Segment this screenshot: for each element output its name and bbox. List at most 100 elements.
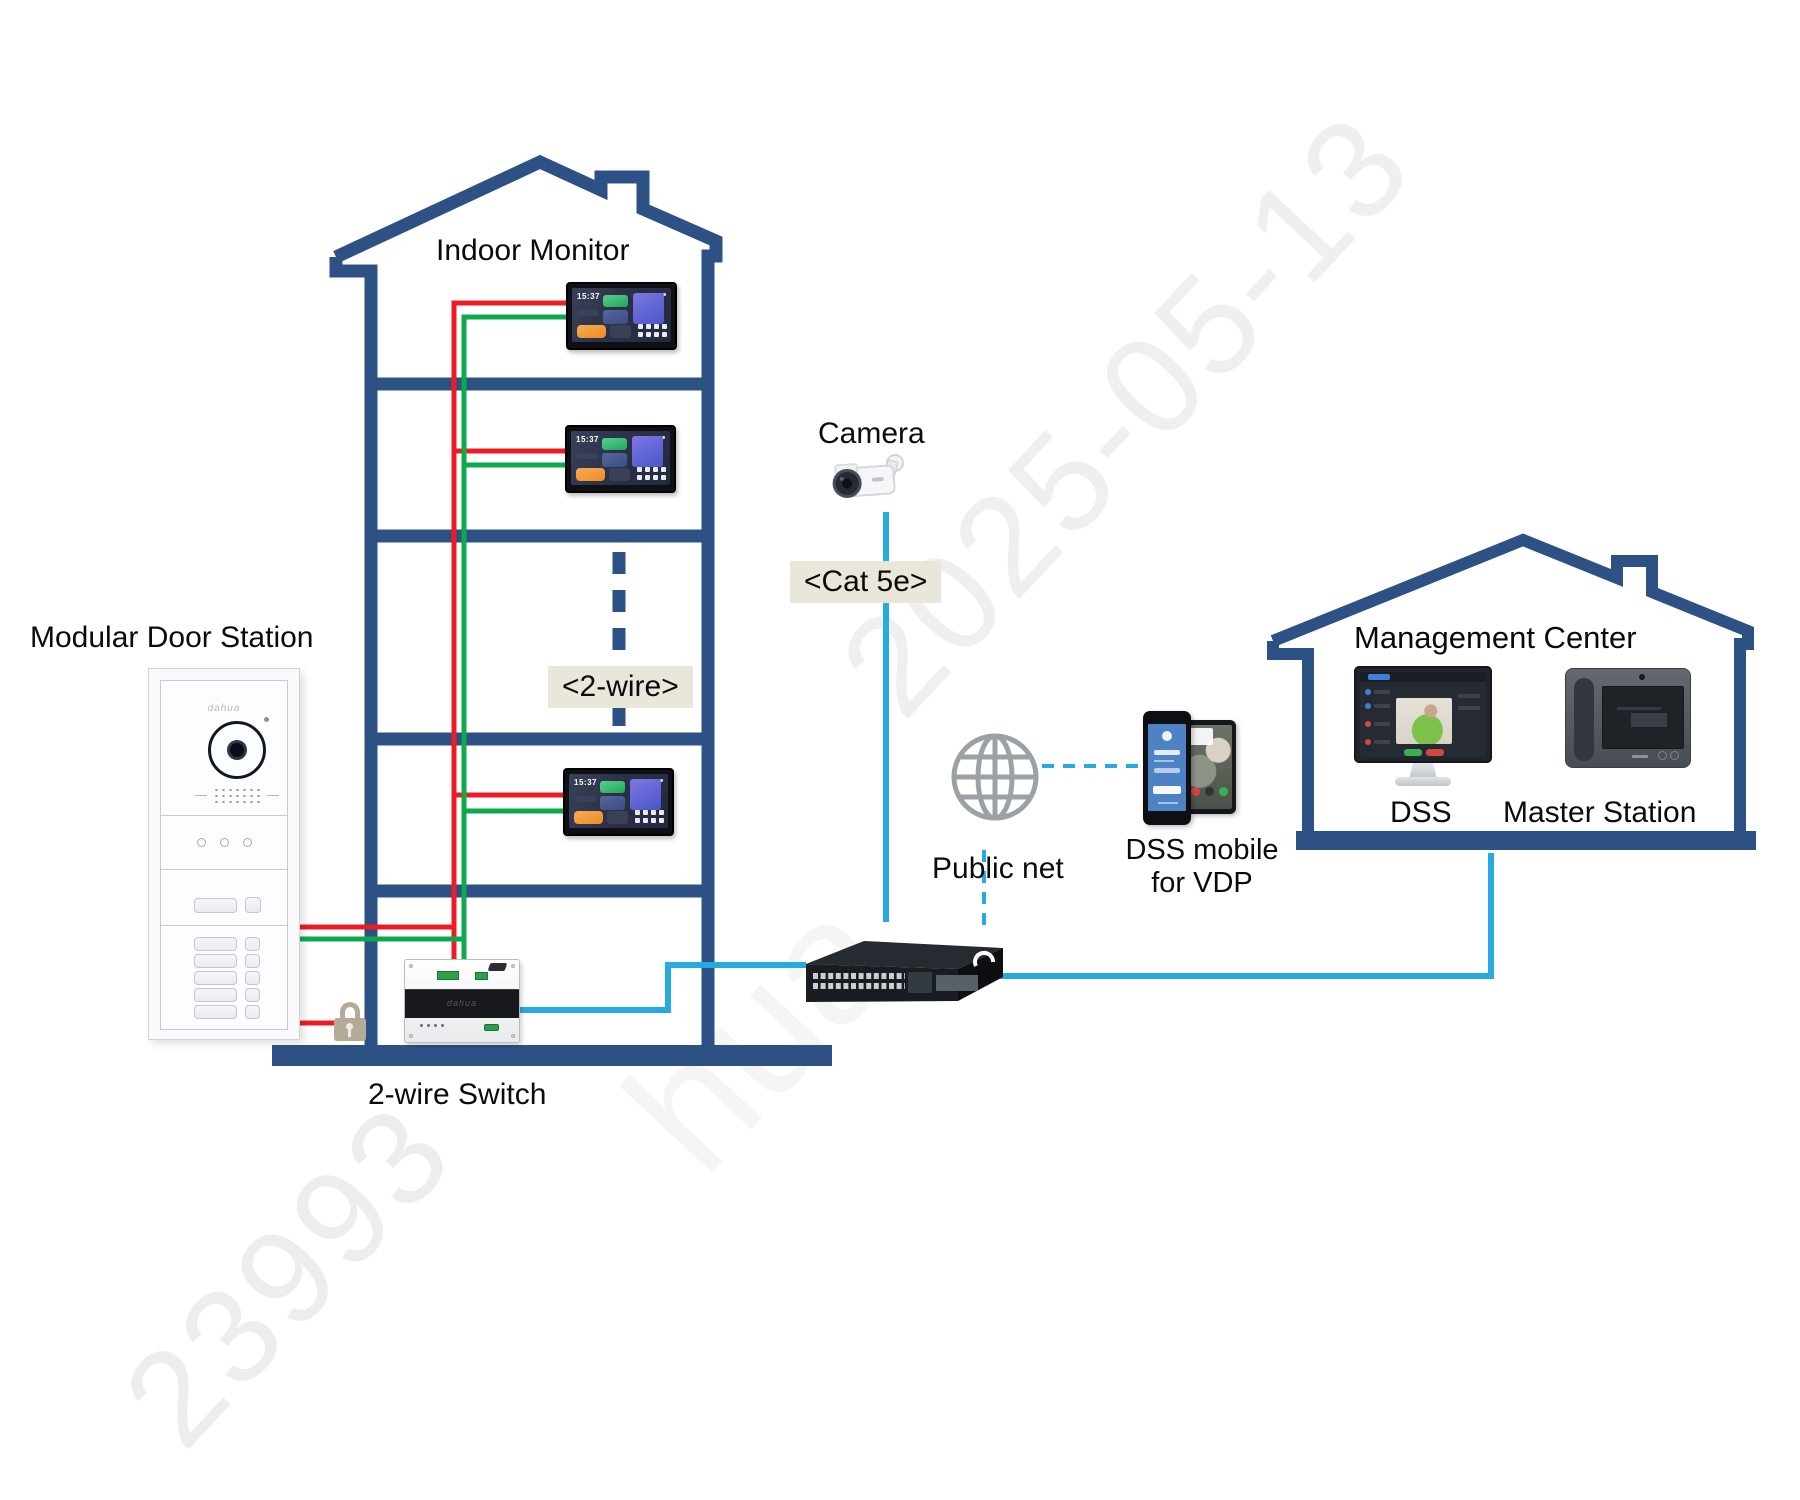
username-field xyxy=(1154,750,1180,755)
monitor-tile-violet xyxy=(632,436,664,467)
apartment-building-outline xyxy=(329,154,723,1048)
mute-button xyxy=(1205,787,1214,796)
label-modular-door-station: Modular Door Station xyxy=(30,621,314,654)
label-2wire-cable: <2-wire> xyxy=(548,666,693,708)
phone-video-screen xyxy=(1186,725,1232,809)
monitor-tile-blue xyxy=(599,795,626,810)
event-dot xyxy=(1365,703,1371,709)
master-station-device xyxy=(1565,668,1691,768)
screen-content xyxy=(1631,713,1667,727)
call-button-small xyxy=(245,897,261,913)
hangup-button xyxy=(1191,787,1200,796)
round-button xyxy=(1658,751,1667,760)
keypad-button-small xyxy=(245,954,260,968)
dss-tab xyxy=(1368,674,1390,680)
label-camera: Camera xyxy=(818,417,925,450)
label-management-center: Management Center xyxy=(1354,620,1637,655)
monitor-app-grid xyxy=(661,475,666,480)
event-bar xyxy=(1374,740,1390,744)
lock-body xyxy=(334,1018,366,1041)
monitor-tile-orange xyxy=(575,468,605,482)
dahua-logo-mark xyxy=(1632,755,1648,758)
label-master-station: Master Station xyxy=(1503,796,1697,829)
dss-topbar xyxy=(1360,672,1486,682)
switch-front-band: dahua xyxy=(405,989,519,1018)
monitor-tile-dark xyxy=(606,811,629,825)
event-dot xyxy=(1365,721,1371,727)
monitor-clock: 15:37 xyxy=(577,292,600,301)
2wire-switch-device: dahua xyxy=(404,959,520,1043)
monitor-tile-dark xyxy=(608,468,631,482)
monitor-tile-violet xyxy=(630,779,662,810)
monitor-tile-weather xyxy=(573,795,596,803)
monitor-frame xyxy=(1354,666,1492,763)
keypad-button-small xyxy=(245,1005,260,1019)
indoor-monitor-2: 15:37 xyxy=(565,425,676,493)
lock-shackle xyxy=(340,1002,360,1024)
wire-red-2wire-bus xyxy=(298,300,566,1026)
keypad-button xyxy=(194,988,237,1002)
call-button xyxy=(194,898,237,913)
monitor-tile-green xyxy=(602,295,629,307)
building-base xyxy=(272,1045,832,1066)
login-button xyxy=(1153,786,1181,794)
dss-mobile-phone-call xyxy=(1182,720,1236,814)
keypad-button-small xyxy=(245,988,260,1002)
keypad-button xyxy=(194,971,237,985)
app-logo xyxy=(1162,731,1172,741)
switch-lever xyxy=(487,963,508,971)
keypad-button-small xyxy=(245,937,260,951)
terminal-block xyxy=(475,972,488,980)
text-line xyxy=(1158,802,1178,804)
label-public-net: Public net xyxy=(932,852,1064,885)
status-icons xyxy=(663,293,666,296)
monitor-tile-weather xyxy=(575,452,598,460)
monitor-tile-orange xyxy=(573,811,603,825)
monitor-screen: 15:37 xyxy=(572,288,671,342)
monitor-base xyxy=(1395,777,1451,786)
monitor-stand xyxy=(1409,763,1437,778)
camera-icon xyxy=(832,454,904,498)
text-line xyxy=(1154,760,1174,762)
side-bar xyxy=(1458,706,1480,710)
event-dot xyxy=(1365,739,1371,745)
indoor-monitor-3: 15:37 xyxy=(563,768,674,836)
camera-dot xyxy=(1639,674,1645,680)
monitor-tile-dark xyxy=(609,325,632,339)
dss-workstation xyxy=(1354,666,1492,790)
phone-login-screen xyxy=(1148,724,1186,811)
screw xyxy=(409,1034,413,1038)
speaker-grille xyxy=(195,785,279,807)
monitor-tile-green xyxy=(599,781,626,793)
keypad-button xyxy=(194,954,237,968)
module-divider xyxy=(161,869,287,870)
event-bar xyxy=(1374,722,1390,726)
wire-green-2wire-bus xyxy=(298,314,566,972)
monitor-screen: 15:37 xyxy=(571,431,670,485)
monitor-clock: 15:37 xyxy=(576,435,599,444)
event-dot xyxy=(1365,689,1371,695)
label-dss-mobile-line1: DSS mobile xyxy=(1125,834,1279,866)
module-divider xyxy=(161,815,287,816)
screen-content xyxy=(1617,707,1661,710)
keypad-button-small xyxy=(245,971,260,985)
monitor-screen: 15:37 xyxy=(569,774,668,828)
label-cat5e-cable: <Cat 5e> xyxy=(790,561,942,603)
monitor-tile-blue xyxy=(601,452,628,467)
keypad-button xyxy=(194,1005,237,1019)
globe-icon xyxy=(951,733,1039,821)
label-dss-mobile: DSS mobile for VDP xyxy=(1112,834,1292,900)
monitor-tile-weather xyxy=(576,309,599,317)
master-screen xyxy=(1602,686,1684,749)
dahua-logo: dahua xyxy=(446,998,478,1008)
screw xyxy=(511,1034,515,1038)
answer-pill xyxy=(1404,749,1422,756)
door-camera-lens xyxy=(208,721,266,779)
caller-card xyxy=(1189,728,1213,745)
modular-door-station: dahua xyxy=(148,668,300,1040)
status-icons xyxy=(662,436,665,439)
video-preview xyxy=(1396,698,1452,744)
monitor-tile-orange xyxy=(576,325,606,339)
